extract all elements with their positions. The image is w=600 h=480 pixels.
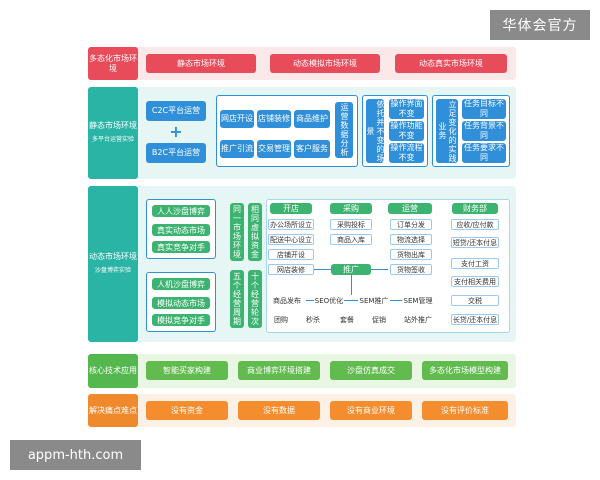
chain-sem-promo[interactable]: SEM推广 [359, 296, 389, 305]
connector-promo-left [314, 269, 331, 270]
plus-icon: + [169, 121, 183, 141]
solve-no-data[interactable]: 没有数据 [238, 401, 320, 420]
c2c-platform[interactable]: C2C平台运营 [146, 101, 206, 121]
header-shop: 开店 [270, 203, 312, 214]
promo-flash-sale[interactable]: 秒杀 [306, 315, 320, 324]
connector-promo-right [371, 269, 388, 270]
row-static-title: 静态市场环境 [89, 121, 137, 130]
grid-service[interactable]: 客户服务 [294, 140, 330, 158]
operate-logistics[interactable]: 物流选择 [390, 234, 432, 245]
watermark-bottom: appm-hth.com [10, 440, 141, 470]
promo-bundle[interactable]: 套餐 [340, 315, 354, 324]
core-game-env[interactable]: 商业博弈环境搭建 [238, 361, 320, 380]
finance-ar-ap[interactable]: 应收/应付款 [451, 219, 499, 230]
operate-signed[interactable]: 货物签收 [390, 264, 432, 275]
group-human-title[interactable]: 人人沙盘博弈 [152, 205, 210, 217]
group-human-rival[interactable]: 真实竞争对手 [152, 241, 210, 253]
same-capital: 相同虚拟资金 [248, 203, 262, 261]
solve-no-env[interactable]: 没有商业环境 [330, 401, 412, 420]
five-cycles: 五个经营周期 [230, 270, 244, 328]
operate-order[interactable]: 订单分发 [390, 219, 432, 230]
b2c-platform[interactable]: B2C平台运营 [146, 143, 206, 163]
shop-decor[interactable]: 网店装修 [268, 264, 314, 275]
grid-shop-open[interactable]: 网店开设 [220, 110, 254, 128]
row-multi-state-label: 多态化市场环境 [88, 47, 138, 80]
changing-background[interactable]: 任务背景不同 [462, 121, 506, 141]
finance-fees[interactable]: 支付相关费用 [451, 276, 499, 287]
promo-group-buy[interactable]: 团购 [274, 315, 288, 324]
connector-chain-2 [344, 300, 358, 301]
shop-distribution[interactable]: 配送中心设立 [268, 234, 314, 245]
row-static-label: 静态市场环境 多平台运营实验 [88, 87, 138, 179]
header-purchase: 采购 [330, 203, 372, 214]
connector-chain-3 [390, 300, 402, 301]
chain-seo[interactable]: SEO优化 [314, 296, 344, 305]
row-solve-label: 解决痛点难点 [88, 394, 138, 427]
promo-discount[interactable]: 促销 [372, 315, 386, 324]
purchase-bid[interactable]: 采购投标 [330, 219, 372, 230]
connector-promo-down [351, 275, 352, 295]
chain-publish[interactable]: 商品发布 [273, 296, 301, 305]
unchanged-ui[interactable]: 操作界面不变 [389, 99, 424, 119]
solve-no-funds[interactable]: 没有资金 [146, 401, 228, 420]
changing-label: 立足变化的实践业务 [436, 99, 458, 163]
shop-office[interactable]: 办公场所设立 [268, 219, 314, 230]
connector-chain-1 [306, 300, 314, 301]
finance-short-loan[interactable]: 短贷/还本付息 [451, 237, 499, 248]
row-core-label: 核心技术应用 [88, 354, 138, 388]
group-ai-rival[interactable]: 模拟竞争对手 [152, 314, 210, 326]
header-finance: 财务部 [452, 203, 498, 214]
grid-shop-decor[interactable]: 店铺装修 [257, 110, 291, 128]
watermark-top: 华体会官方 [490, 10, 590, 40]
grid-trade[interactable]: 交易管理 [257, 140, 291, 158]
core-sandbox-deal[interactable]: 沙盘仿真成交 [330, 361, 412, 380]
ops-data-analysis[interactable]: 运营数据分析 [335, 102, 353, 158]
finance-tax[interactable]: 交税 [451, 295, 499, 306]
grid-product[interactable]: 商品维护 [294, 110, 330, 128]
finance-salary[interactable]: 支付工资 [451, 258, 499, 269]
group-human-market[interactable]: 真实动态市场 [152, 224, 210, 236]
changing-target[interactable]: 任务目标不同 [462, 99, 506, 119]
unchanged-label: 依托并不变的场景 [366, 99, 385, 163]
row-dynamic-subtitle: 沙盘博弈实验 [94, 267, 131, 274]
row-dynamic-title: 动态市场环境 [89, 252, 137, 261]
row-dynamic-label: 动态市场环境 沙盘博弈实验 [88, 186, 138, 342]
static-market-button[interactable]: 静态市场环境 [146, 54, 256, 73]
group-ai-title[interactable]: 人机沙盘博弈 [152, 278, 210, 290]
real-market-button[interactable]: 动态真实市场环境 [395, 54, 507, 73]
group-ai-market[interactable]: 模拟动态市场 [152, 297, 210, 309]
unchanged-function[interactable]: 操作功能不变 [389, 121, 424, 141]
purchase-stock[interactable]: 商品入库 [330, 234, 372, 245]
chain-sem-manage[interactable]: SEM管理 [403, 296, 433, 305]
simulated-market-button[interactable]: 动态模拟市场环境 [270, 54, 380, 73]
header-operate: 运营 [388, 203, 432, 214]
promo-external[interactable]: 站外推广 [404, 315, 432, 324]
grid-promotion[interactable]: 推广引流 [220, 140, 254, 158]
unchanged-flow[interactable]: 操作流程不变 [389, 143, 424, 163]
promo-hub: 推广 [331, 264, 371, 275]
ten-rounds: 十个经营轮次 [248, 270, 262, 328]
finance-long-loan[interactable]: 长贷/还本付息 [451, 314, 499, 325]
solve-no-criteria[interactable]: 没有评价标准 [422, 401, 508, 420]
core-smart-buyer[interactable]: 智能买家构建 [146, 361, 228, 380]
same-env: 同一市场环境 [230, 203, 244, 261]
core-market-model[interactable]: 多态化市场模型构建 [422, 361, 508, 380]
shop-open[interactable]: 店铺开设 [268, 249, 314, 260]
row-static-subtitle: 多平台运营实验 [91, 136, 134, 143]
operate-outbound[interactable]: 货物出库 [390, 249, 432, 260]
changing-requirement[interactable]: 任务要求不同 [462, 143, 506, 163]
